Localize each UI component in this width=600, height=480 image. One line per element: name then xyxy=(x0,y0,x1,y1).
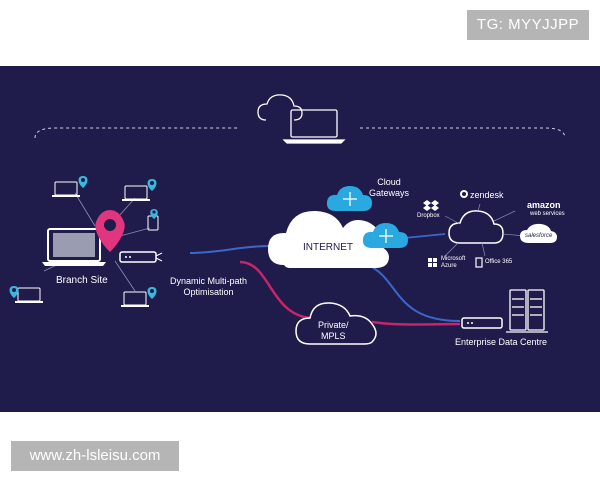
watermark-url: www.zh-lsleisu.com xyxy=(11,441,179,471)
internet-label: INTERNET xyxy=(303,242,353,253)
diagram-graphics xyxy=(9,94,566,345)
device-laptop-3 xyxy=(9,286,43,303)
server-rack-icon xyxy=(506,289,548,333)
branch-location-pin xyxy=(95,210,125,252)
azure-label: Microsoft Azure xyxy=(441,256,466,269)
datacentre-router xyxy=(461,317,503,329)
dashed-arc-left xyxy=(34,127,240,139)
zendesk-icon xyxy=(460,190,468,198)
cloud-gateway-upper xyxy=(326,186,372,211)
watermark-tag: TG: MYYJJPP xyxy=(467,10,589,40)
saas-cloud xyxy=(448,210,504,244)
branch-laptop xyxy=(42,228,106,266)
multipath-label: Dynamic Multi-path Optimisation xyxy=(170,276,248,297)
dropbox-label: Dropbox xyxy=(417,213,440,219)
saas-spokes xyxy=(444,203,526,257)
device-laptop-4 xyxy=(121,287,157,307)
multipath-links xyxy=(162,233,461,326)
device-tablet xyxy=(147,209,159,231)
mpls-cloud xyxy=(295,302,377,345)
top-cloud-laptop-icon xyxy=(257,94,346,144)
amazon-label: amazon xyxy=(527,200,561,210)
dashed-arc-right xyxy=(360,127,566,139)
device-laptop-1 xyxy=(52,176,88,197)
enterprise-dc-label: Enterprise Data Centre xyxy=(455,337,548,347)
branch-site-label: Branch Site xyxy=(56,275,108,286)
zendesk-label: zendesk xyxy=(470,190,504,200)
internet-cloud xyxy=(268,210,389,268)
amazon-sub-label: web services xyxy=(530,211,565,217)
cloud-gateway-lower xyxy=(362,223,408,248)
office365-label: Office 365 xyxy=(485,259,513,265)
cloud-gateways-label: Cloud Gateways xyxy=(369,177,410,198)
salesforce-label: salesforce xyxy=(525,233,553,239)
office365-icon xyxy=(475,257,483,268)
salesforce-icon xyxy=(520,223,557,243)
mpls-label: Private/ MPLS xyxy=(318,320,349,341)
branch-router xyxy=(119,251,163,263)
windows-icon xyxy=(428,258,437,267)
network-diagram: Branch Site Dynamic Multi-path Optimisat… xyxy=(0,66,600,412)
device-laptop-2 xyxy=(122,179,157,201)
dropbox-icon xyxy=(423,200,439,211)
